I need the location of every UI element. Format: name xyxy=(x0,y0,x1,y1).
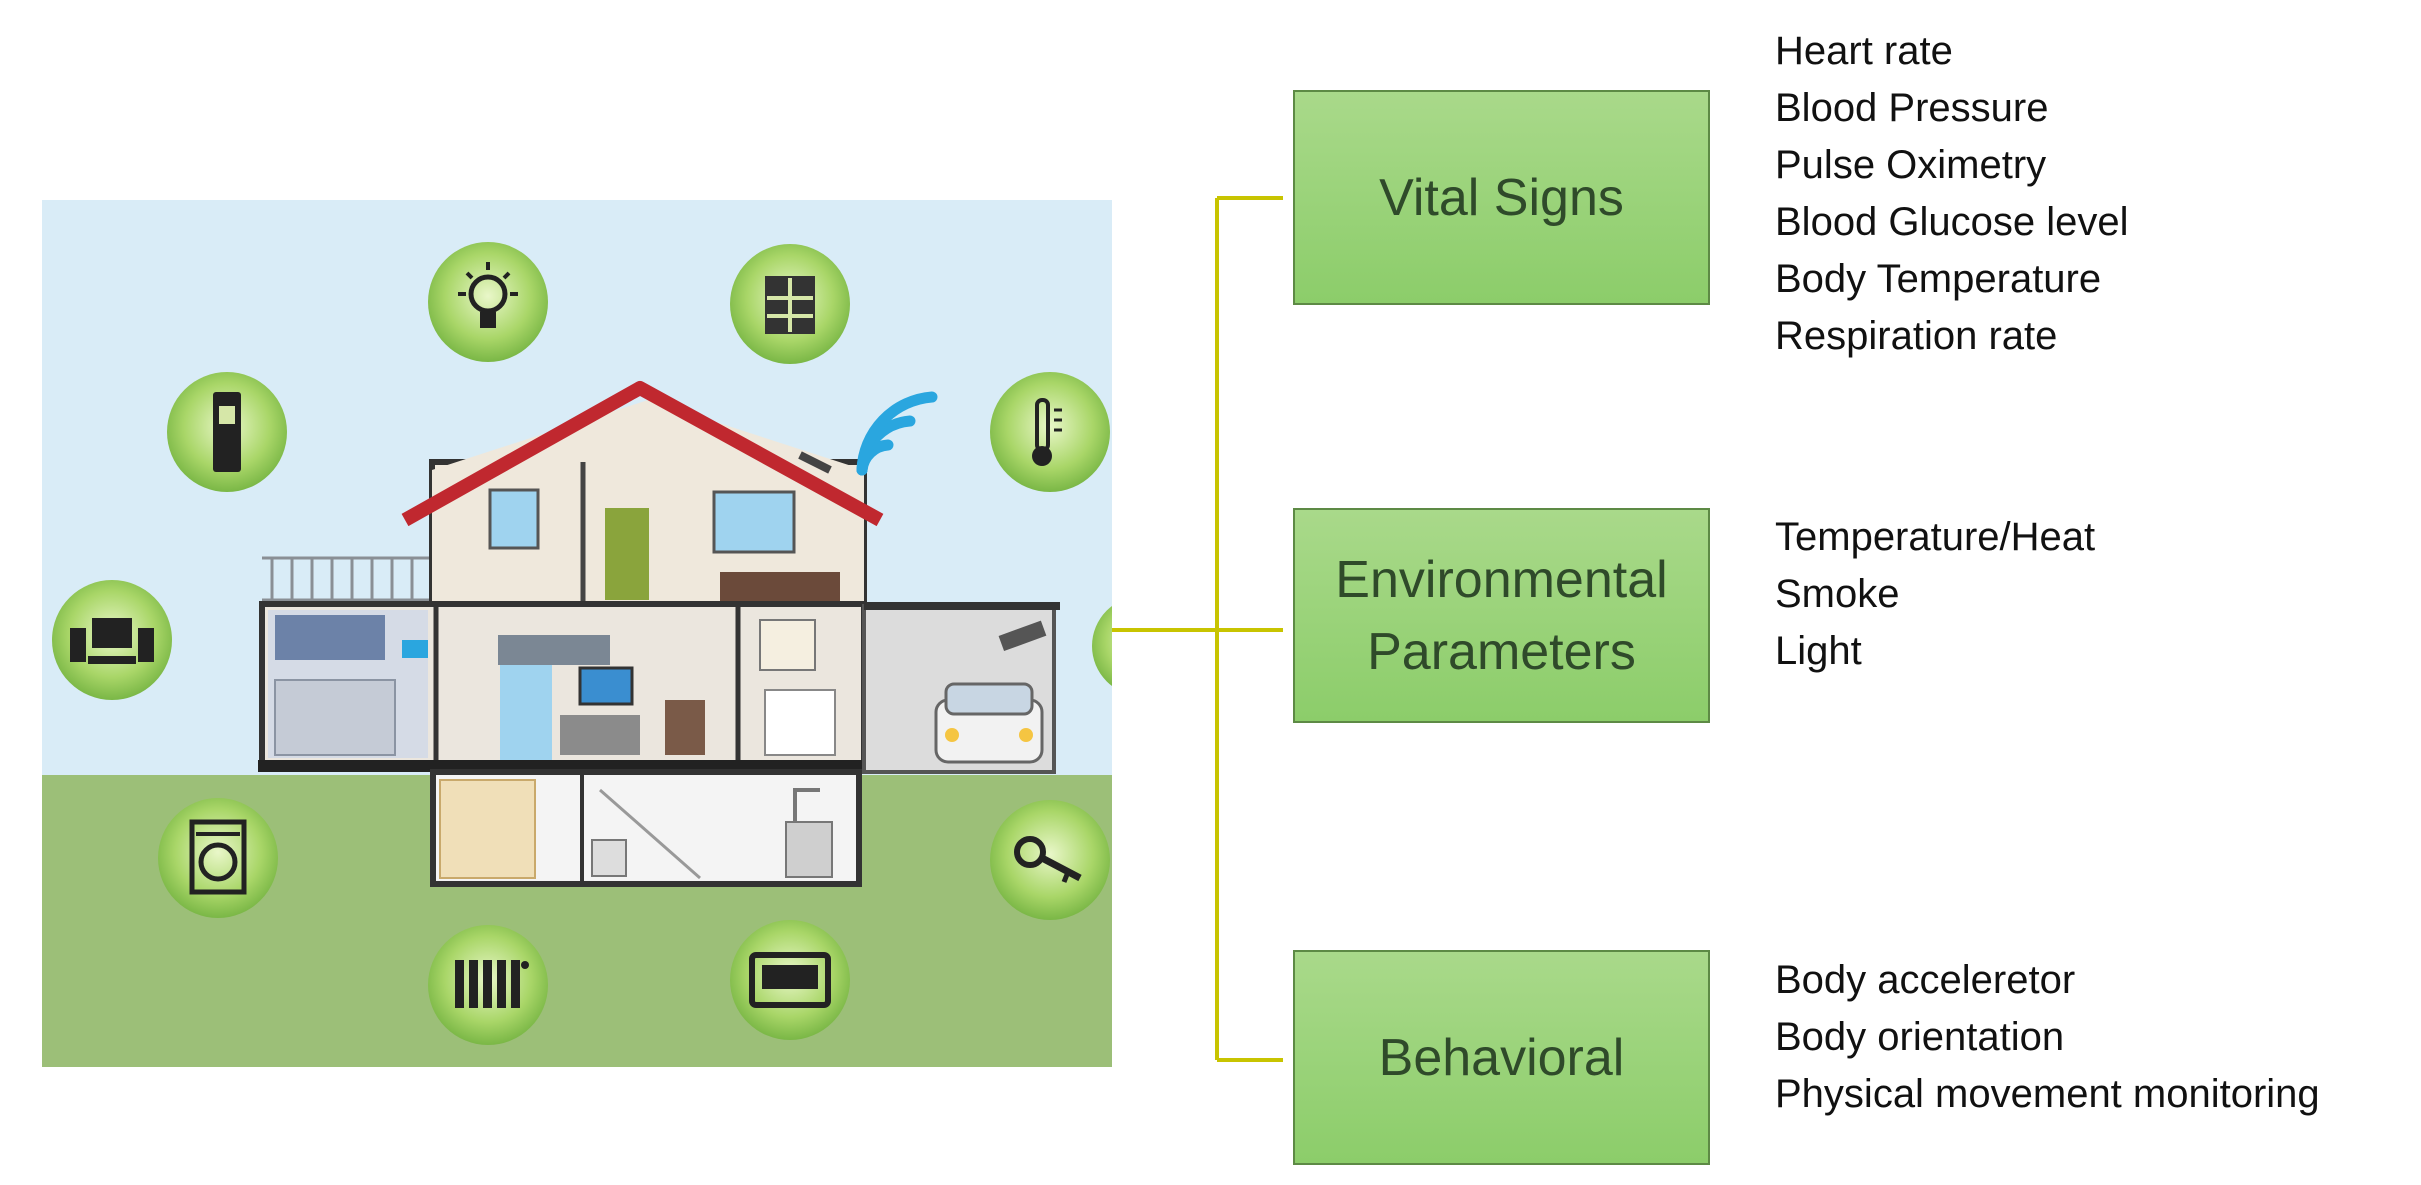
list-item: Blood Glucose level xyxy=(1775,200,2129,244)
list-item: Body orientation xyxy=(1775,1015,2065,1059)
list-item: Blood Pressure xyxy=(1775,86,2049,130)
list-item: Body Temperature xyxy=(1775,257,2102,301)
garage-door-icon xyxy=(730,920,850,1040)
list-item: Body acceleretor xyxy=(1775,958,2076,1002)
category-label-behavioral: Behavioral xyxy=(1378,1028,1625,1087)
side-partial-icon xyxy=(1092,606,1112,686)
list-item: Pulse Oximetry xyxy=(1775,143,2047,187)
vital-signs-list: Heart rate Blood Pressure Pulse Oximetry… xyxy=(1775,23,2129,365)
wifi-icon xyxy=(856,391,938,476)
light-bulb-icon xyxy=(428,242,548,362)
behavioral-list: Body acceleretor Body orientation Physic… xyxy=(1775,952,2320,1123)
list-item: Smoke xyxy=(1775,572,1900,616)
list-item: Temperature/Heat xyxy=(1775,515,2096,559)
radiator-icon xyxy=(428,925,548,1045)
washing-machine-icon xyxy=(158,798,278,918)
car xyxy=(934,682,1044,764)
thermometer-icon xyxy=(990,372,1110,492)
list-item: Physical movement monitoring xyxy=(1775,1072,2320,1116)
tv-speakers-icon xyxy=(52,580,172,700)
environmental-parameters-list: Temperature/Heat Smoke Light xyxy=(1775,509,2095,680)
list-item: Light xyxy=(1775,629,1862,673)
fridge-icon xyxy=(167,372,287,492)
category-box-behavioral: Behavioral xyxy=(1293,950,1710,1165)
list-item: Respiration rate xyxy=(1775,314,2058,358)
category-box-vital-signs: Vital Signs xyxy=(1293,90,1710,305)
connector-bracket xyxy=(1112,196,1283,1062)
category-label-vital-signs: Vital Signs xyxy=(1379,168,1624,227)
window-icon xyxy=(730,244,850,364)
key-icon xyxy=(990,800,1110,920)
house xyxy=(258,381,1060,887)
list-item: Heart rate xyxy=(1775,29,1953,73)
category-box-environmental-parameters: Environmental Parameters xyxy=(1293,508,1710,723)
category-label-environmental-parameters: Environmental Parameters xyxy=(1335,550,1668,681)
